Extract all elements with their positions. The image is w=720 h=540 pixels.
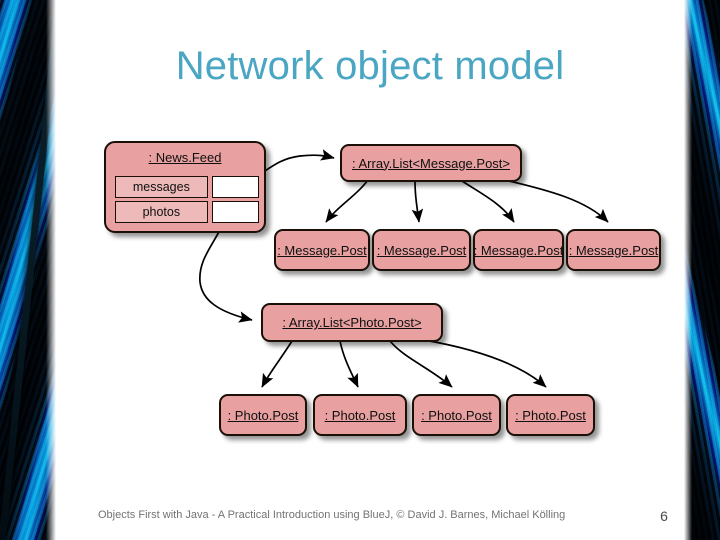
object-messagepost-0[interactable]: : Message.Post (274, 229, 370, 271)
field-label-messages: messages (115, 176, 208, 198)
object-newsfeed[interactable]: : News.Feed messages photos (104, 141, 266, 233)
object-arraylist-messagepost[interactable]: : Array.List<Message.Post> (340, 144, 522, 182)
page-title: Network object model (175, 44, 565, 88)
object-messagepost-1[interactable]: : Message.Post (372, 229, 471, 271)
object-arraylist-photopost[interactable]: : Array.List<Photo.Post> (261, 303, 443, 342)
object-arraylist-photopost-title: : Array.List<Photo.Post> (282, 315, 422, 330)
object-photopost-0[interactable]: : Photo.Post (219, 394, 307, 436)
feather-fade-left (46, 0, 56, 540)
arrow-mlist-to-post-1 (411, 181, 424, 223)
field-value-messages[interactable] (211, 176, 259, 198)
feather-fade-right (684, 0, 692, 540)
object-photopost-3-title: : Photo.Post (515, 407, 586, 423)
feather-decoration-right (684, 0, 720, 540)
object-messagepost-1-title: : Message.Post (376, 242, 467, 258)
object-photopost-2-title: : Photo.Post (421, 407, 492, 423)
object-newsfeed-title: : News.Feed (148, 150, 222, 165)
object-arraylist-messagepost-title: : Array.List<Message.Post> (352, 155, 510, 171)
object-photopost-1[interactable]: : Photo.Post (313, 394, 407, 436)
arrow-plist-to-post-1 (339, 340, 359, 388)
arrow-mlist-to-post-3 (504, 179, 609, 223)
object-messagepost-3-title: : Message.Post (568, 242, 659, 258)
page-number: 6 (660, 508, 668, 524)
field-row-messages[interactable]: messages (115, 176, 259, 198)
object-messagepost-2[interactable]: : Message.Post (473, 229, 564, 271)
object-messagepost-3[interactable]: : Message.Post (566, 229, 661, 271)
arrow-plist-to-post-0 (261, 340, 293, 388)
footer-attribution: Objects First with Java - A Practical In… (98, 509, 566, 521)
field-value-photos[interactable] (211, 201, 259, 223)
feather-decoration-left (0, 0, 56, 540)
object-messagepost-0-title: : Message.Post (277, 242, 367, 258)
object-photopost-0-title: : Photo.Post (227, 407, 299, 423)
arrow-plist-to-post-2 (389, 340, 453, 388)
object-photopost-2[interactable]: : Photo.Post (412, 394, 501, 436)
object-photopost-1-title: : Photo.Post (324, 407, 396, 423)
field-label-photos: photos (115, 201, 208, 223)
object-messagepost-2-title: : Message.Post (473, 242, 564, 258)
arrow-mlist-to-post-2 (461, 180, 515, 223)
arrow-mlist-to-post-0 (325, 179, 369, 223)
arrow-plist-to-post-3 (423, 339, 547, 388)
field-row-photos[interactable]: photos (115, 201, 259, 223)
object-photopost-3[interactable]: : Photo.Post (506, 394, 595, 436)
